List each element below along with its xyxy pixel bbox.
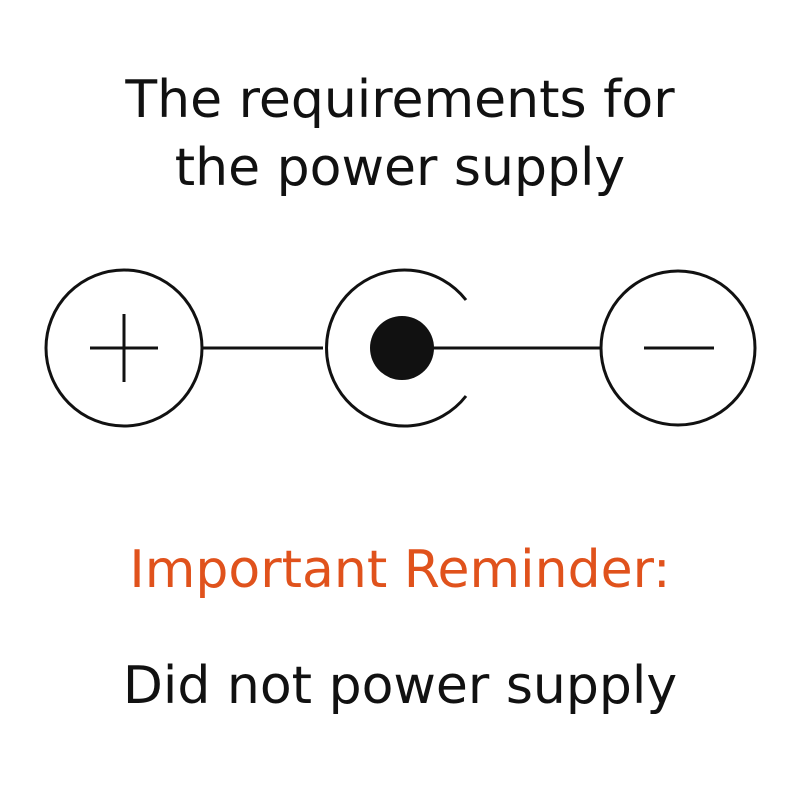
positive-terminal <box>44 268 204 428</box>
plus-icon <box>90 314 158 382</box>
reminder-text: Did not power supply <box>122 656 678 716</box>
negative-terminal-ring <box>599 269 757 427</box>
title-line-2: the power supply <box>174 138 626 198</box>
negative-terminal <box>599 269 757 427</box>
reminder-heading: Important Reminder: <box>129 540 671 600</box>
title-line-1: The requirements for <box>125 70 675 130</box>
polarity-diagram <box>44 268 757 428</box>
sleeve-arc <box>325 268 468 428</box>
diagram-title: The requirements for the power supply <box>0 66 800 202</box>
